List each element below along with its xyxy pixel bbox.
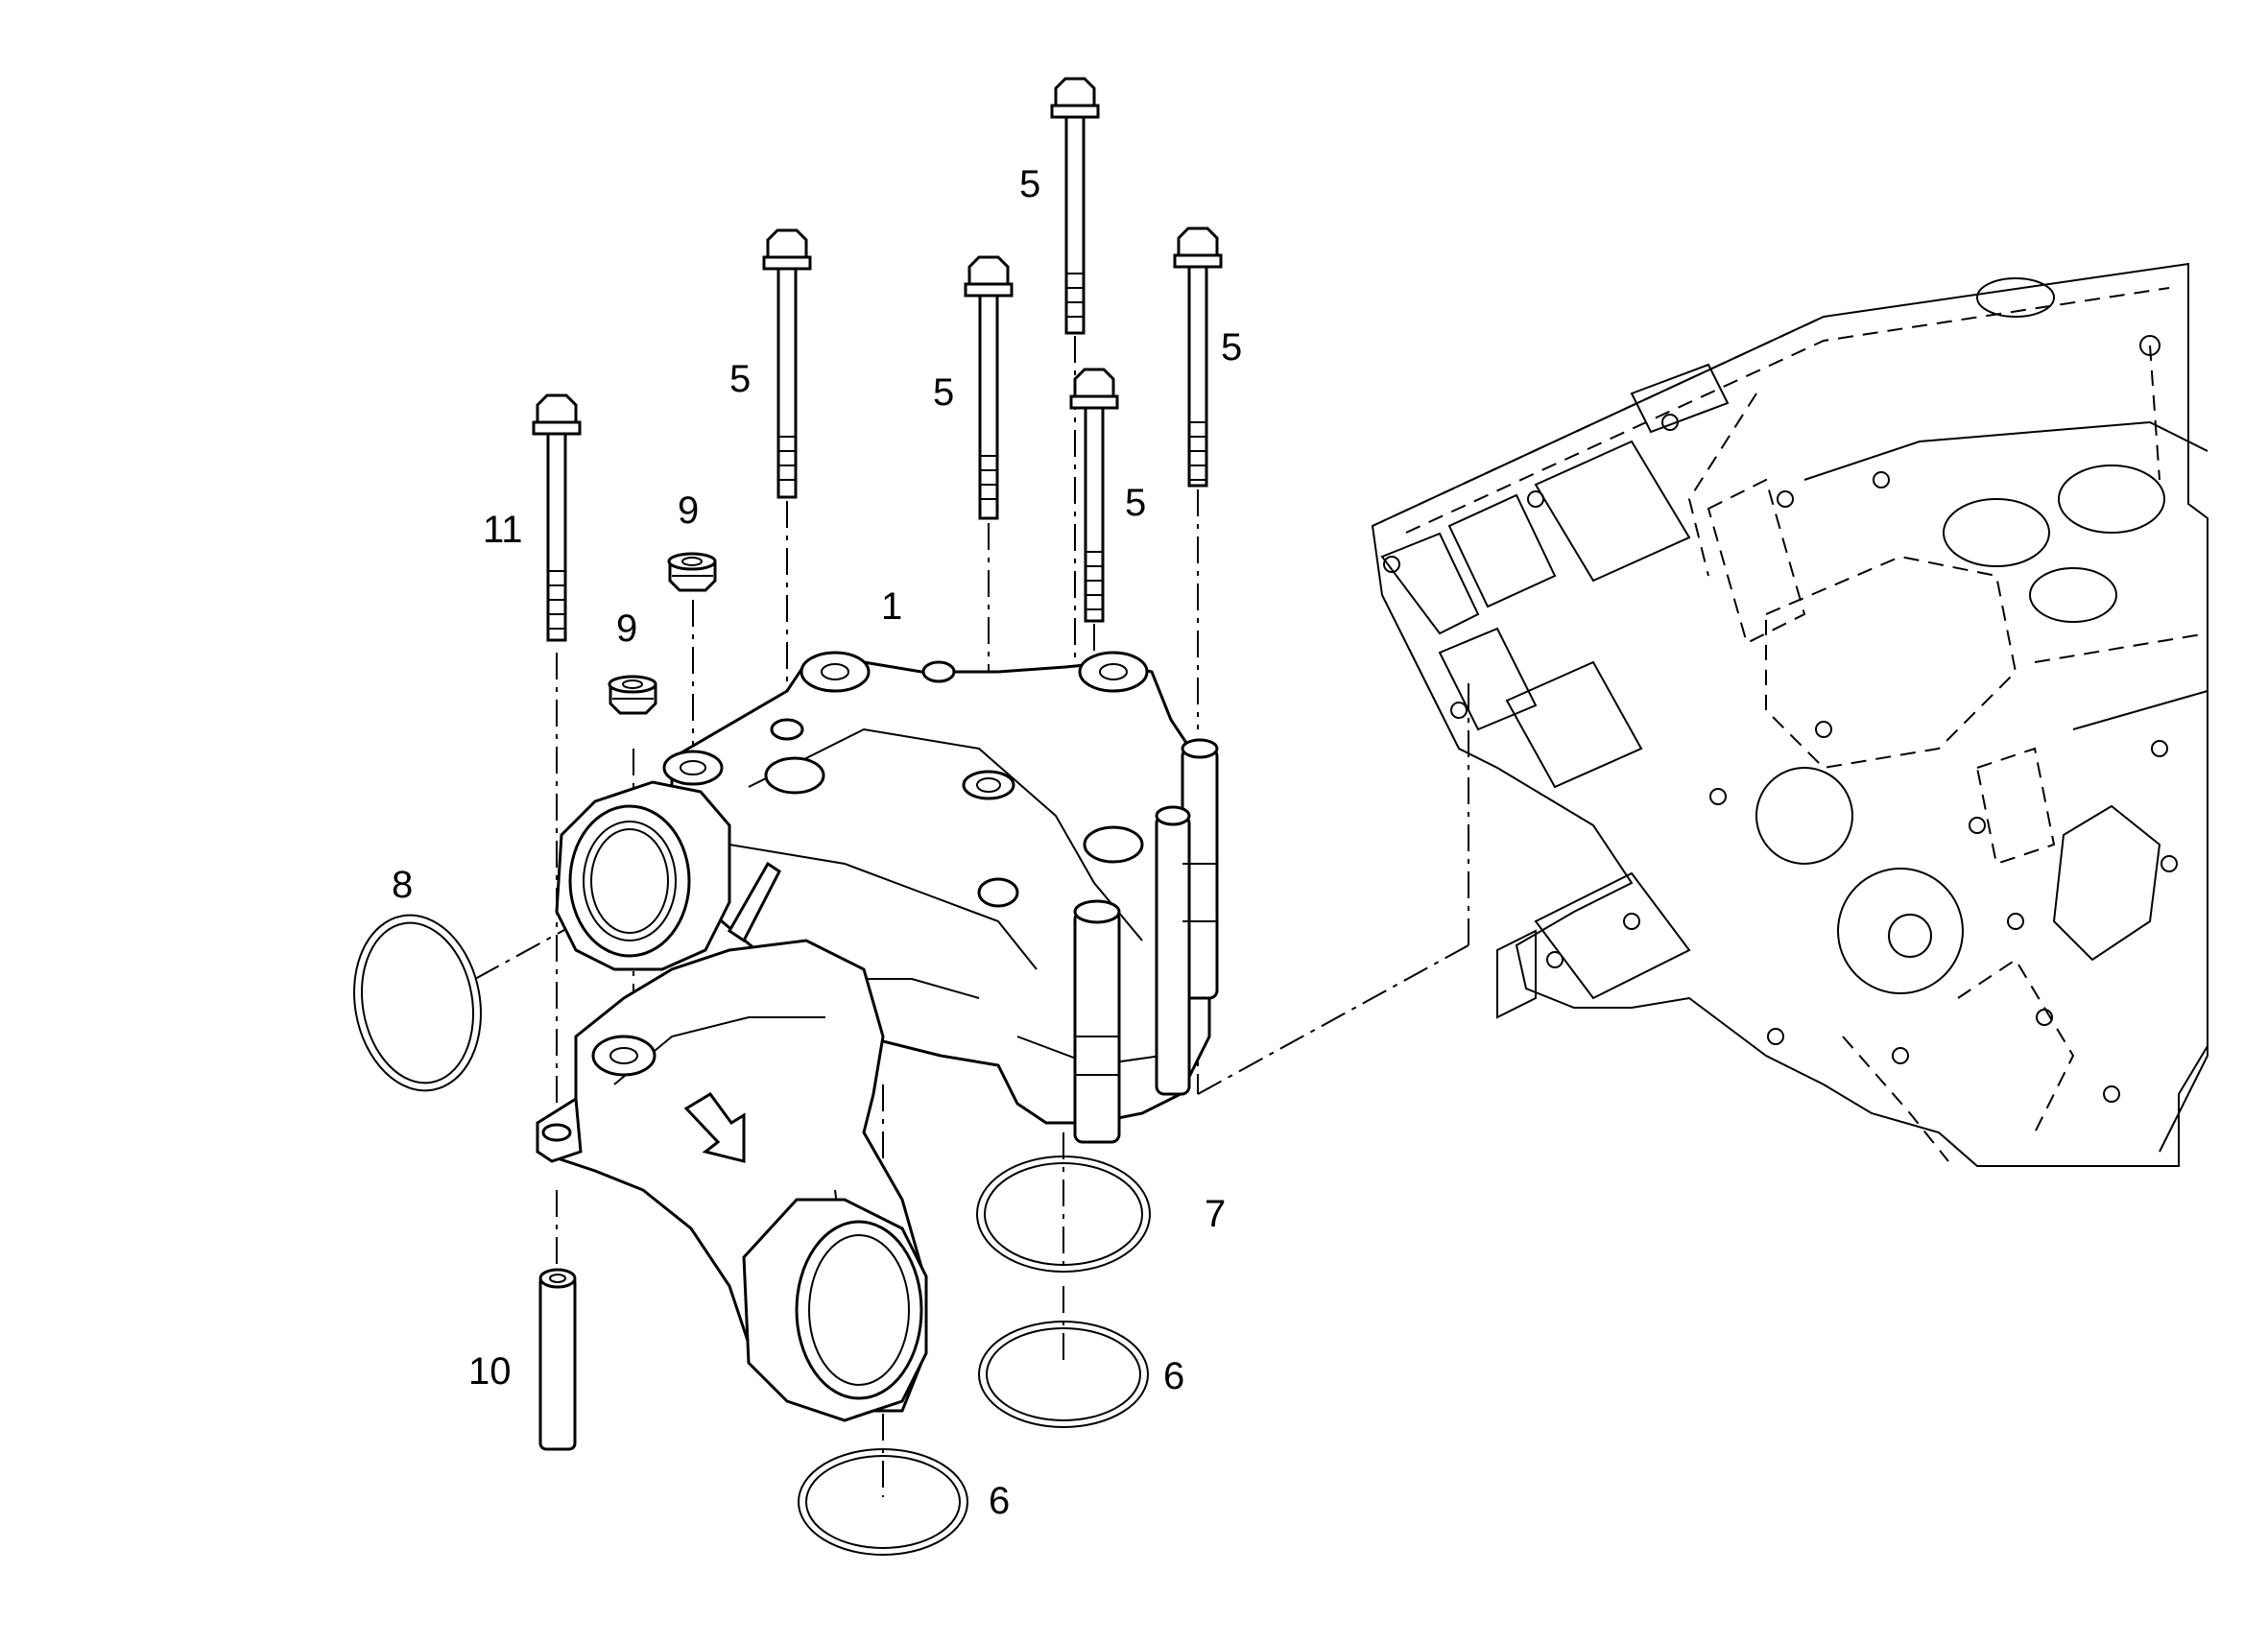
bolt-11: [532, 393, 582, 642]
bolt-5b: [964, 255, 1014, 520]
dowel-sleeve-10: [538, 1268, 577, 1451]
callout-9: 9: [678, 489, 699, 532]
callout-5: 5: [1125, 482, 1146, 524]
plugs: [608, 552, 717, 715]
callout-labels: 1 5 5 5 5 5 6 6 7 8 9 9 10 11: [392, 163, 1242, 1522]
bolt-5e: [1173, 226, 1223, 488]
bolt-5c: [1050, 77, 1100, 335]
o-ring-6a: [978, 1321, 1149, 1428]
seal-rings: [353, 914, 1151, 1556]
callout-7: 7: [1205, 1193, 1226, 1235]
plug-9a: [667, 552, 717, 592]
callout-10: 10: [468, 1350, 512, 1393]
callout-5: 5: [729, 358, 751, 400]
plug-9b: [608, 675, 657, 715]
callout-11: 11: [483, 509, 523, 551]
bolts: [532, 77, 1223, 642]
bolt-5a: [762, 228, 812, 499]
callout-9: 9: [616, 608, 637, 650]
o-ring-8: [353, 914, 482, 1092]
callout-5: 5: [933, 371, 954, 414]
callout-5: 5: [1221, 326, 1242, 369]
callout-1: 1: [881, 585, 902, 628]
callout-5: 5: [1019, 163, 1040, 205]
callout-6: 6: [989, 1480, 1010, 1522]
engine-block: [1371, 262, 2208, 1167]
callout-6: 6: [1163, 1355, 1184, 1397]
o-ring-7: [976, 1156, 1151, 1273]
coolant-housing: [536, 651, 1219, 1422]
bolt-5d: [1069, 368, 1119, 623]
callout-8: 8: [392, 864, 413, 906]
o-ring-6b: [798, 1448, 968, 1556]
